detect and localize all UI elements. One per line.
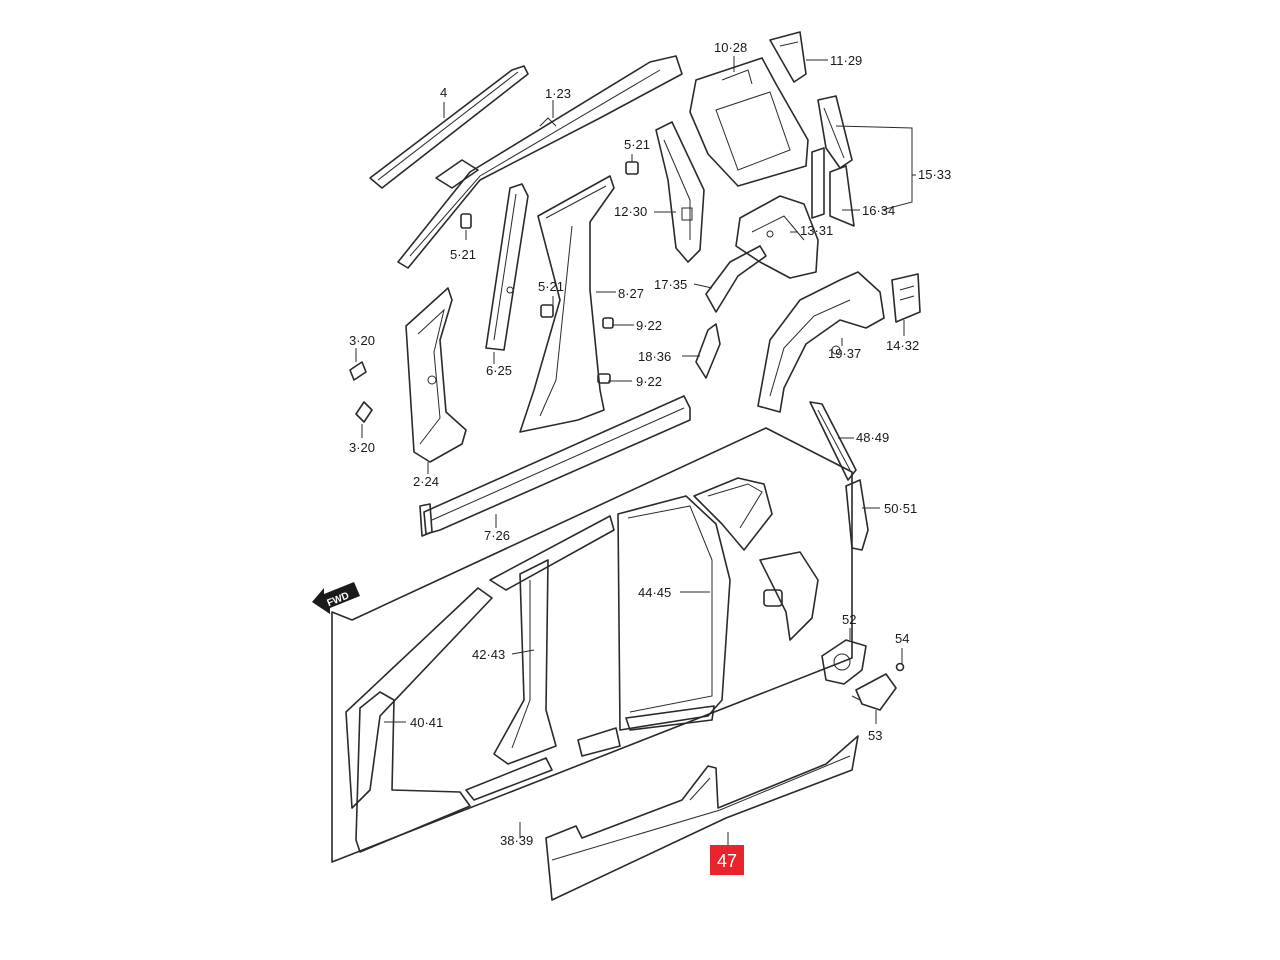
quarter-inner-upper-part-10-28[interactable] (689, 57, 809, 187)
small-plate-part-3-20-top[interactable] (349, 361, 367, 381)
callout-54: 54 (895, 631, 909, 646)
callout-12-30: 12·30 (614, 204, 647, 219)
screw-part-54[interactable] (895, 662, 905, 672)
callout-5-21-b: 5·21 (450, 247, 476, 262)
highlighted-part-callout[interactable]: 47 (710, 845, 744, 875)
callout-15-33: 15·33 (918, 167, 951, 182)
rocker-inner-part-7-26[interactable] (419, 395, 691, 537)
callout-7-26: 7·26 (484, 528, 510, 543)
small-bracket-part-5-21-low[interactable] (540, 304, 554, 318)
highlight-box (710, 845, 744, 875)
extension-part-15-33-upper[interactable] (817, 95, 853, 169)
callout-8-27: 8·27 (618, 286, 644, 301)
roof-side-inner-rail-part-1-23[interactable] (397, 55, 683, 269)
small-plate-part-3-20-bottom[interactable] (355, 401, 373, 423)
callout-9-22-b: 9·22 (636, 374, 662, 389)
fuel-lid-part-53[interactable] (851, 673, 897, 711)
forward-direction-arrow: FWD (312, 582, 360, 614)
callout-2-24: 2·24 (413, 474, 439, 489)
callout-labels: 4 1·23 10·28 11·29 5·21 15·33 12·30 16·3… (349, 40, 951, 848)
callout-4: 4 (440, 85, 447, 100)
center-pillar-inner-part-8-27[interactable] (519, 175, 615, 433)
callout-50-51: 50·51 (884, 501, 917, 516)
callout-40-41: 40·41 (410, 715, 443, 730)
body-side-outer-panel[interactable] (331, 427, 853, 863)
callout-52: 52 (842, 612, 856, 627)
center-pillar-reinforcement-part-6-25[interactable] (485, 183, 529, 351)
callout-48-49: 48·49 (856, 430, 889, 445)
wheelhouse-extension-part-17-35[interactable] (705, 245, 767, 313)
callout-6-25: 6·25 (486, 363, 512, 378)
small-bracket-part-5-21-mid[interactable] (625, 161, 639, 175)
front-pillar-inner-part-2-24[interactable] (405, 287, 467, 463)
leader-lines (355, 56, 916, 846)
bracket-part-50-51[interactable] (845, 479, 869, 551)
callout-5-21-c: 5·21 (538, 279, 564, 294)
wheelhouse-outer-part-19-37[interactable] (757, 271, 885, 413)
callout-17-35: 17·35 (654, 277, 687, 292)
bracket-part-16-34[interactable] (829, 165, 855, 227)
callout-16-34: 16·34 (862, 203, 895, 218)
callout-5-21-a: 5·21 (624, 137, 650, 152)
callout-44-45: 44·45 (638, 585, 671, 600)
rocker-outer-part-47[interactable] (545, 735, 859, 901)
bracket-part-11-29[interactable] (769, 31, 807, 83)
callout-10-28: 10·28 (714, 40, 747, 55)
roof-side-rail-front-part-4[interactable] (369, 65, 529, 189)
clip-part-9-22-top[interactable] (602, 317, 614, 329)
clip-part-9-22-bottom[interactable] (597, 373, 611, 384)
small-bracket-part-5-21-top[interactable] (460, 213, 472, 229)
callout-9-22-a: 9·22 (636, 318, 662, 333)
highlight-label: 47 (717, 851, 737, 871)
bracket-part-48-49[interactable] (809, 401, 857, 481)
callout-3-20-a: 3·20 (349, 333, 375, 348)
callout-42-43: 42·43 (472, 647, 505, 662)
callout-3-20-b: 3·20 (349, 440, 375, 455)
callout-14-32: 14·32 (886, 338, 919, 353)
callout-53: 53 (868, 728, 882, 743)
callout-38-39: 38·39 (500, 833, 533, 848)
callout-11-29: 11·29 (830, 53, 862, 68)
callout-18-36: 18·36 (638, 349, 671, 364)
callout-1-23: 1·23 (545, 86, 571, 101)
rear-pillar-inner-part-12-30[interactable] (655, 121, 705, 263)
bracket-part-14-32[interactable] (891, 273, 921, 323)
bracket-part-18-36[interactable] (695, 323, 721, 379)
fuel-filler-housing-part-52[interactable] (821, 639, 867, 685)
callout-19-37: 19·37 (828, 346, 861, 361)
callout-13-31: 13·31 (800, 223, 833, 238)
extension-part-15-33-lower[interactable] (811, 147, 825, 219)
